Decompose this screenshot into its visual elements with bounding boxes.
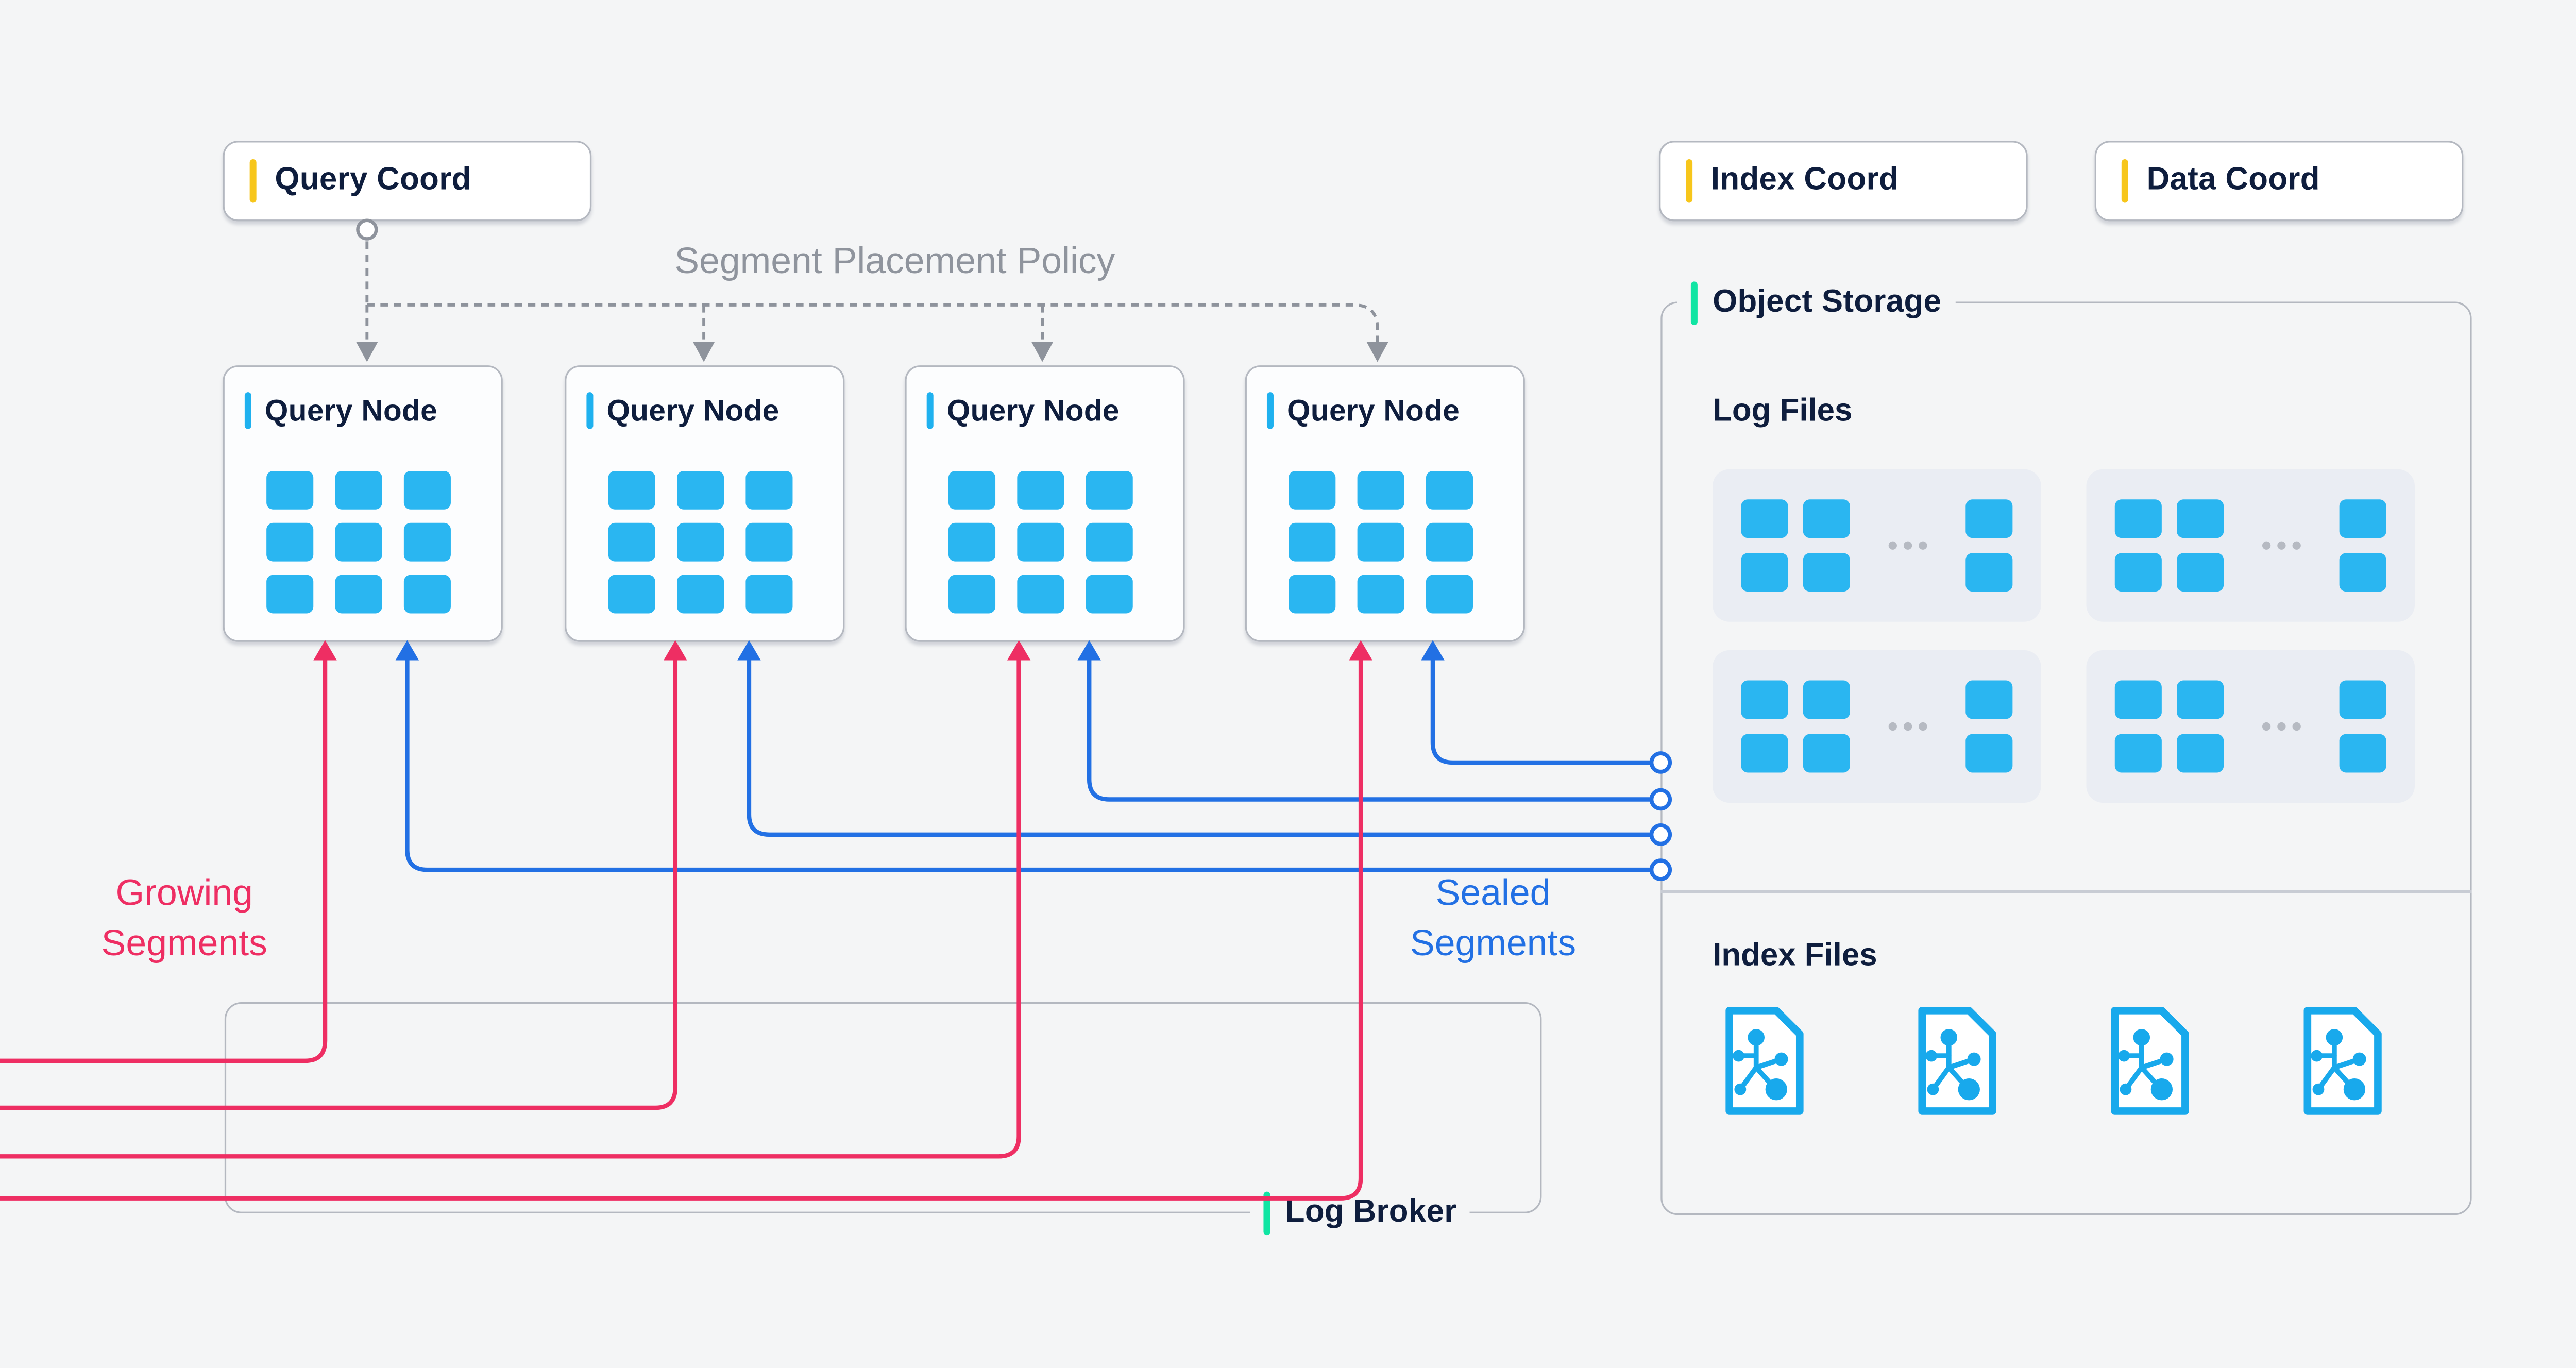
data-coord-box: Data Coord [2094, 141, 2464, 222]
ellipsis-icon [2224, 722, 2339, 731]
ellipsis-icon [2224, 541, 2339, 550]
yellow-accent-bar [1686, 159, 1693, 203]
query-node-box-4: Query Node [1245, 365, 1525, 642]
yellow-accent-bar [2121, 159, 2128, 203]
log-file-group [1713, 469, 2041, 622]
segment-placement-policy-label: Segment Placement Policy [674, 240, 1115, 282]
sealed-segments-label: Sealed Segments [1410, 871, 1577, 964]
mint-accent-bar [1263, 1191, 1270, 1236]
query-node-label: Query Node [1286, 393, 1460, 427]
growing-segment-connectors [0, 658, 1363, 1201]
mint-accent-bar [1690, 281, 1698, 326]
cyan-accent-bar [926, 392, 934, 429]
log-file-group [2086, 469, 2415, 622]
object-storage-label: Object Storage [1713, 284, 1942, 320]
index-file-icon [1918, 1006, 1996, 1115]
ellipsis-icon [1850, 722, 1965, 731]
log-broker-label: Log Broker [1285, 1195, 1457, 1230]
growing-arrowheads [313, 640, 1372, 661]
query-node-label: Query Node [606, 393, 779, 427]
sealed-connector-dots [1649, 751, 1672, 881]
query-node-box-1: Query Node [223, 365, 503, 642]
log-file-group [1713, 650, 2041, 803]
policy-arrowheads [356, 342, 1388, 362]
index-files-heading: Index Files [1713, 938, 1877, 974]
sealed-segment-connectors [405, 658, 1651, 872]
cyan-accent-bar [244, 392, 251, 429]
object-storage-divider [1660, 890, 2472, 893]
sealed-arrowheads [395, 640, 1445, 661]
segment-grid [266, 470, 451, 614]
log-file-group [2086, 650, 2415, 803]
segment-grid [608, 470, 793, 614]
index-coord-box: Index Coord [1659, 141, 2028, 222]
segment-grid [1289, 470, 1473, 614]
index-file-icon [2303, 1006, 2382, 1115]
cyan-accent-bar [1266, 392, 1274, 429]
query-node-label: Query Node [264, 393, 438, 427]
object-storage-title: Object Storage [1677, 278, 1955, 329]
query-coord-label: Query Coord [275, 162, 471, 198]
query-node-box-3: Query Node [905, 365, 1185, 642]
data-coord-label: Data Coord [2146, 162, 2320, 198]
query-coord-box: Query Coord [223, 141, 592, 222]
policy-dashed-connector [365, 241, 1379, 342]
policy-connector-dot [356, 218, 378, 241]
segment-grid [948, 470, 1133, 614]
growing-segments-label: Growing Segments [101, 871, 267, 964]
query-node-label: Query Node [946, 393, 1120, 427]
index-file-icon [1725, 1006, 1804, 1115]
yellow-accent-bar [249, 159, 257, 203]
log-files-heading: Log Files [1713, 394, 1853, 429]
query-node-box-2: Query Node [565, 365, 845, 642]
ellipsis-icon [1850, 541, 1965, 550]
index-file-icon [2111, 1006, 2189, 1115]
cyan-accent-bar [586, 392, 594, 429]
index-coord-label: Index Coord [1710, 162, 1899, 198]
